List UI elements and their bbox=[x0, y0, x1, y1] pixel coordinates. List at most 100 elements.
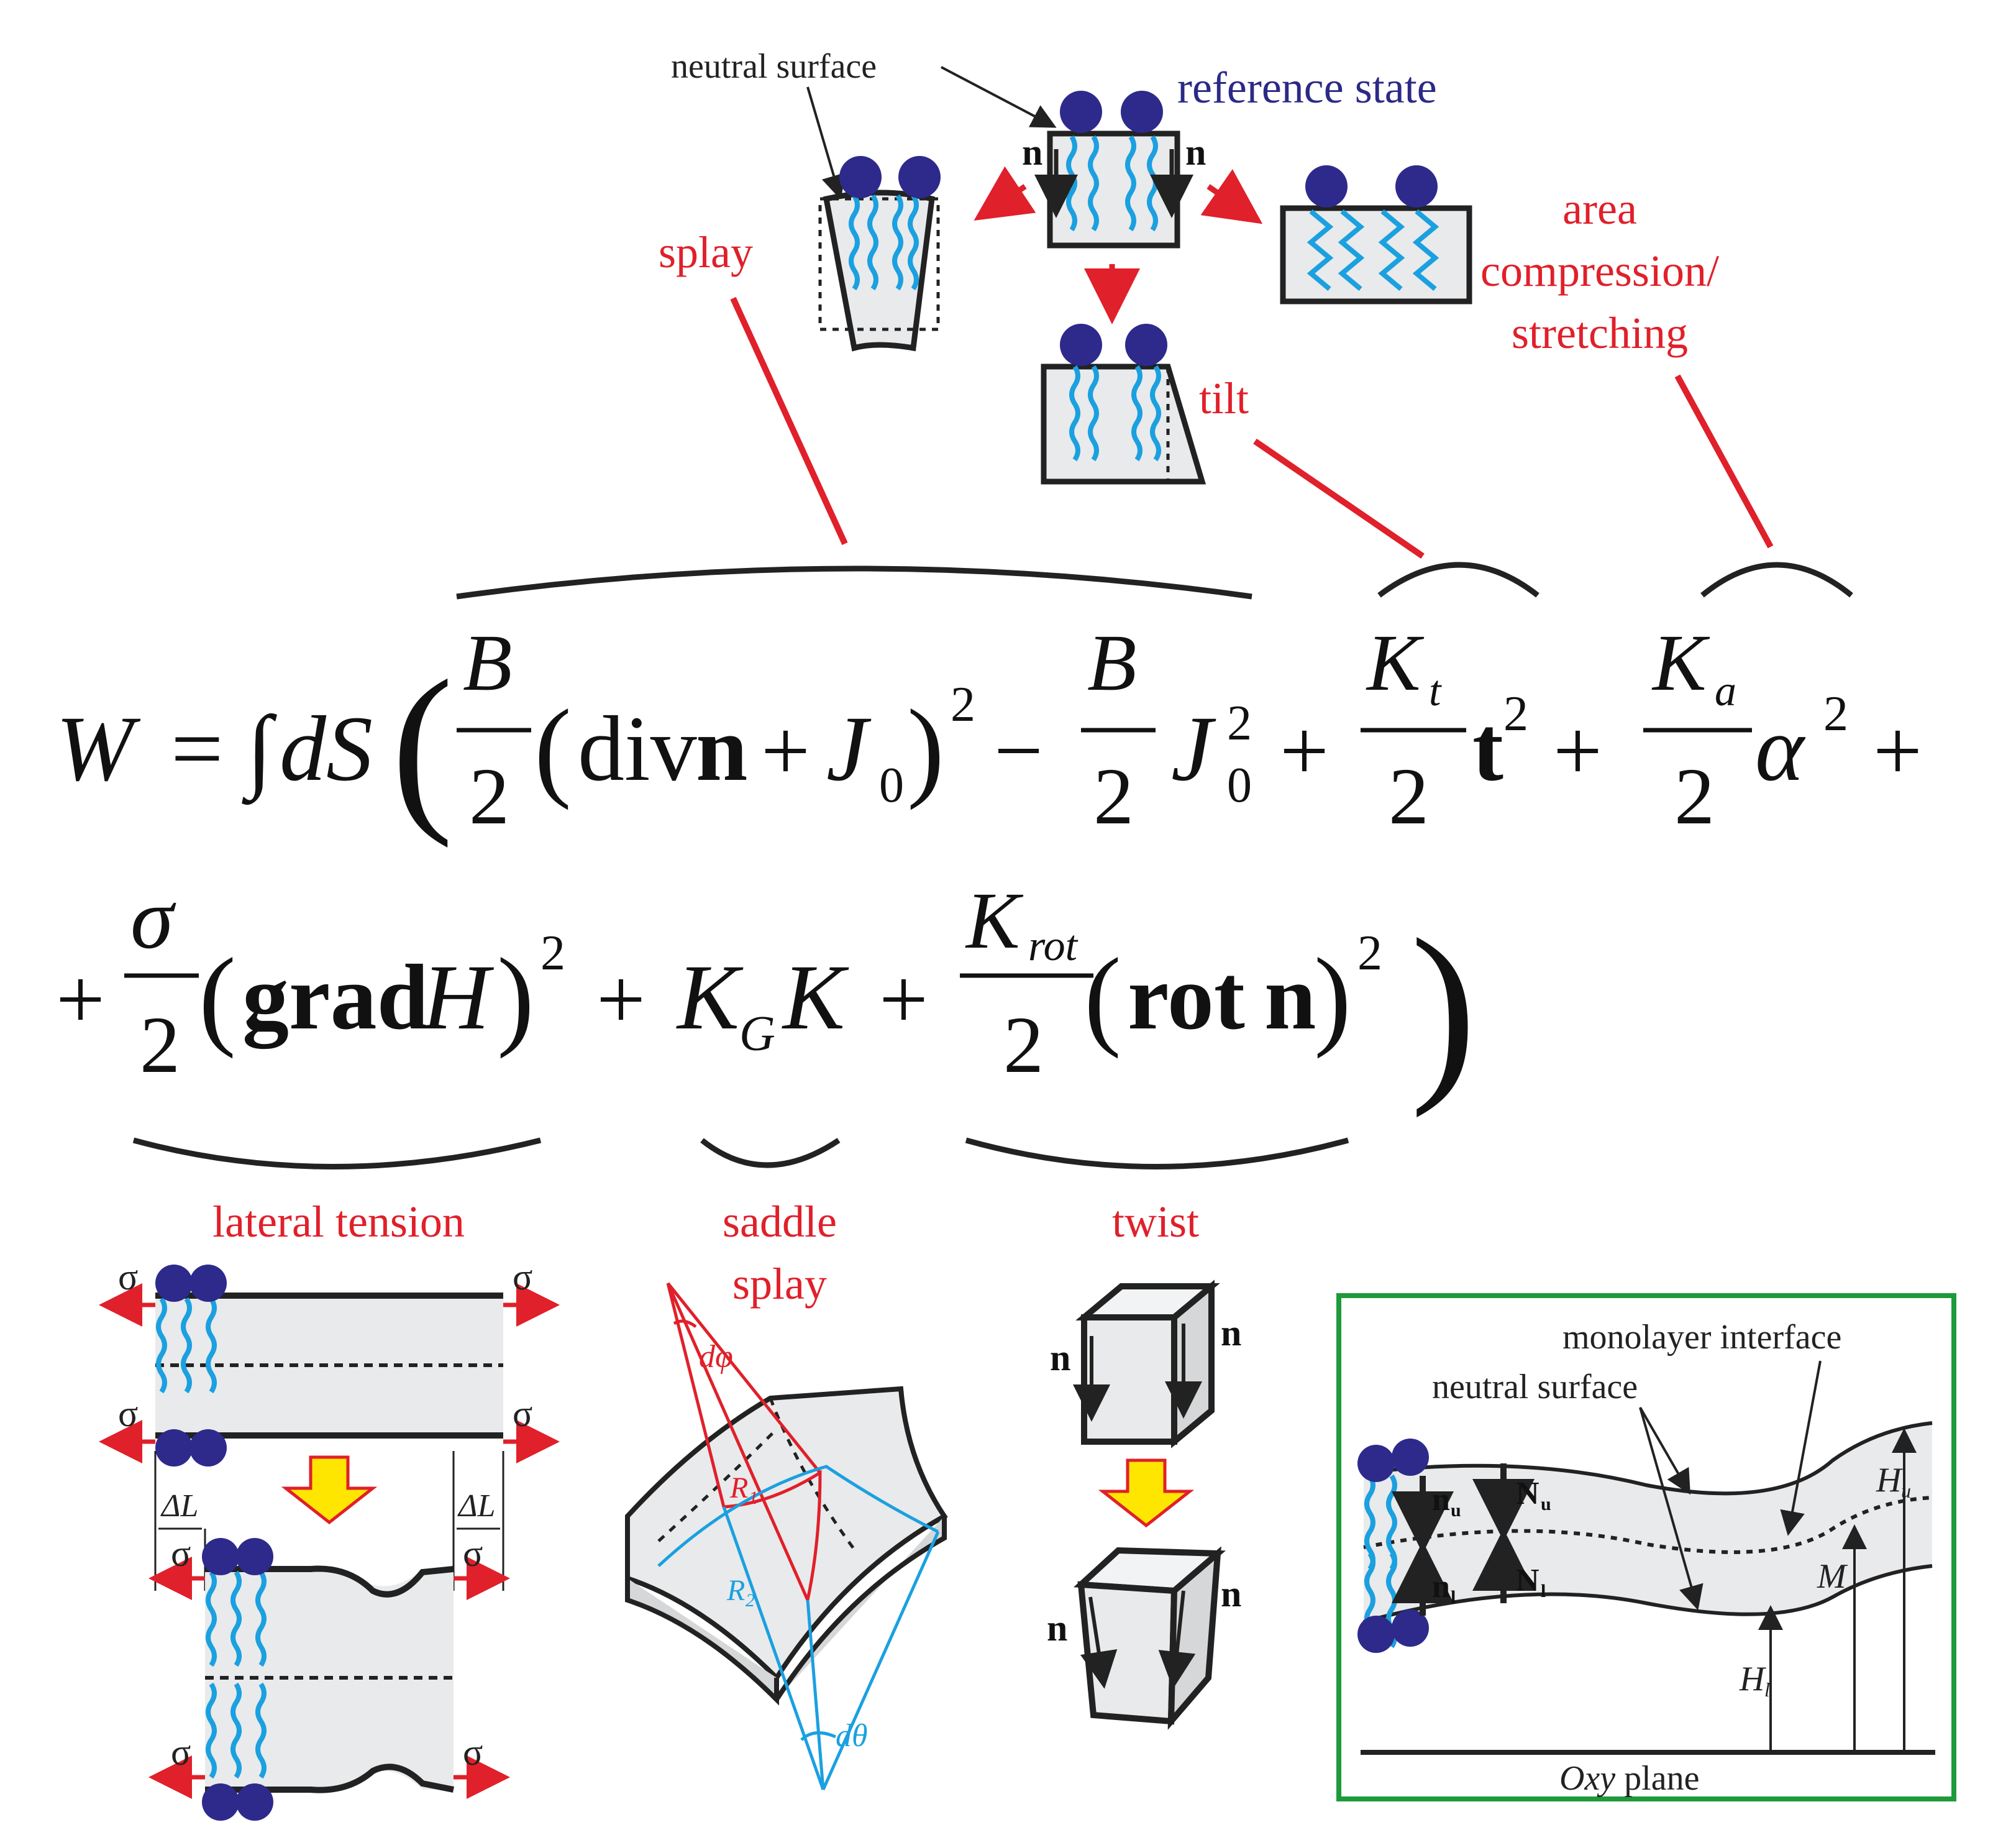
area-label-line2: compression/ bbox=[1480, 246, 1719, 296]
delta-L-right: ΔL bbox=[457, 1488, 495, 1524]
eq2-2-den-2: 2 bbox=[1003, 1000, 1044, 1090]
equation-line-2: + σ 2 ( grad H ) 2 + K G K + K rot 2 ( r… bbox=[56, 871, 1477, 1119]
eq2-paren-open-1: ( bbox=[199, 935, 236, 1059]
eq2-sup2-2: 2 bbox=[1357, 926, 1382, 981]
eq-B-num: B bbox=[463, 618, 512, 708]
eq-2-den-3: 2 bbox=[1389, 752, 1429, 841]
saddle-splay-label-2: splay bbox=[732, 1259, 827, 1309]
eq-K-a-sub: a bbox=[1715, 667, 1736, 715]
saddle-splay-panel: dφ dθ R 1 R 2 bbox=[625, 1282, 948, 1791]
eq-div: div bbox=[578, 697, 697, 800]
reference-state-label: reference state bbox=[1177, 63, 1437, 112]
eq-J-sub0-1: 0 bbox=[879, 758, 904, 813]
inset-H-u-sub: u bbox=[1901, 1480, 1911, 1502]
twist-n-2: n bbox=[1221, 1312, 1241, 1353]
twist-n-4: n bbox=[1221, 1573, 1241, 1614]
eq2-paren-open-2: ( bbox=[1084, 935, 1121, 1059]
inset-N-l-sub: l bbox=[1541, 1581, 1546, 1601]
eq2-rot: rot bbox=[1128, 946, 1245, 1049]
sigma-mr: σ bbox=[513, 1393, 532, 1434]
twist-label: twist bbox=[1112, 1197, 1199, 1247]
lateral-tension-panel: σ σ σ σ ΔL ΔL σ σ σ σ bbox=[99, 1256, 560, 1821]
neutral-surface-label-top: neutral surface bbox=[671, 47, 877, 86]
eq-plus-4: + bbox=[1873, 703, 1922, 799]
saddle-splay-label-1: saddle bbox=[723, 1197, 837, 1247]
eq2-2-den-1: 2 bbox=[140, 1000, 180, 1090]
inset-neutral-surface-label: neutral surface bbox=[1432, 1368, 1638, 1406]
eq2-K-G: K bbox=[676, 946, 744, 1049]
eq-B-num-2: B bbox=[1087, 618, 1136, 708]
eq2-plus-2: + bbox=[596, 951, 645, 1048]
inset-n-l-sub: l bbox=[1451, 1587, 1456, 1608]
eq-K-t-sub: t bbox=[1429, 667, 1442, 715]
area-label-line1: area bbox=[1562, 184, 1637, 234]
eq2-K-rot: K bbox=[965, 876, 1024, 966]
delta-L-left: ΔL bbox=[160, 1488, 198, 1524]
eq2-paren-close-2: ) bbox=[1314, 935, 1351, 1059]
sigma-tr: σ bbox=[513, 1256, 532, 1297]
sigma-tl: σ bbox=[118, 1256, 138, 1297]
eq-alpha: α bbox=[1755, 697, 1806, 800]
tilt-block bbox=[1041, 324, 1206, 485]
eq2-K-G-sub: G bbox=[739, 1007, 775, 1061]
eq2-sigma: σ bbox=[130, 871, 176, 967]
inset-H-l: H bbox=[1739, 1660, 1766, 1698]
eq-big-open-paren: ( bbox=[391, 642, 454, 849]
eq2-plus-1: + bbox=[56, 951, 105, 1048]
eq2-K: K bbox=[782, 946, 849, 1049]
eq2-K-rot-sub: rot bbox=[1028, 922, 1079, 970]
inset-N-u-sub: u bbox=[1541, 1494, 1551, 1514]
inset-H-u: H bbox=[1876, 1461, 1903, 1499]
area-compression-block bbox=[1280, 165, 1472, 304]
eq-K-t: K bbox=[1366, 618, 1425, 708]
oxy-plane-word: plane bbox=[1615, 1759, 1699, 1798]
area-label-line3: stretching bbox=[1512, 308, 1688, 358]
eq2-paren-close-1: ) bbox=[497, 935, 534, 1059]
twist-panel: n n n n bbox=[1047, 1279, 1241, 1730]
eq-2-den-2: 2 bbox=[1093, 752, 1134, 841]
dtheta-label: dθ bbox=[836, 1718, 868, 1754]
R1-label: R bbox=[729, 1471, 748, 1504]
equation-line-1: W = ∫ dS ( B 2 ( div n + J 0 ) 2 − B 2 J… bbox=[56, 618, 1922, 849]
lateral-tension-label: lateral tension bbox=[212, 1197, 465, 1247]
eq-J-2: J bbox=[1171, 697, 1216, 800]
eq2-n: n bbox=[1264, 946, 1316, 1049]
n-label-ref-left: n bbox=[1022, 132, 1042, 173]
sigma-br-2: σ bbox=[463, 1732, 483, 1773]
oxy-plane-label: Oxy plane bbox=[1559, 1759, 1699, 1798]
eq-2-den-4: 2 bbox=[1674, 752, 1715, 841]
eq-plus-3: + bbox=[1553, 703, 1602, 799]
eq-sup2-1: 2 bbox=[951, 677, 975, 732]
inset-M: M bbox=[1817, 1557, 1848, 1596]
sigma-ml: σ bbox=[118, 1393, 138, 1434]
eq2-H: H bbox=[421, 946, 495, 1049]
reference-state-block: n n bbox=[1022, 91, 1206, 249]
eq-plus-1: + bbox=[761, 703, 810, 799]
eq-2-den-1: 2 bbox=[469, 752, 509, 841]
eq-plus-2: + bbox=[1280, 703, 1329, 799]
dphi-label: dφ bbox=[699, 1339, 733, 1375]
eq2-grad: grad bbox=[242, 946, 429, 1049]
sigma-bl-1: σ bbox=[171, 1533, 191, 1574]
eq2-plus-3: + bbox=[879, 951, 928, 1048]
eq-t-sup2: 2 bbox=[1503, 687, 1528, 741]
monolayer-interface-label: monolayer interface bbox=[1562, 1318, 1841, 1357]
eq-t: t bbox=[1472, 697, 1503, 800]
sigma-bl-2: σ bbox=[171, 1732, 191, 1773]
splay-label: splay bbox=[659, 227, 753, 277]
eq-J-1: J bbox=[826, 697, 872, 800]
eq-equals-integral: = ∫ bbox=[171, 697, 277, 805]
eq-W: W bbox=[56, 697, 141, 800]
R2-label: R bbox=[726, 1574, 745, 1607]
n-label-ref-right: n bbox=[1185, 132, 1206, 173]
eq-J-sub0-2: 0 bbox=[1227, 758, 1252, 813]
eq-n-1: n bbox=[696, 697, 747, 800]
eq-paren-close-1: ) bbox=[907, 687, 944, 810]
R1-sub: 1 bbox=[749, 1488, 758, 1508]
inset-n-u-sub: u bbox=[1451, 1500, 1461, 1521]
sigma-br-1: σ bbox=[463, 1533, 483, 1574]
R2-sub: 2 bbox=[746, 1590, 755, 1611]
twist-n-1: n bbox=[1050, 1337, 1070, 1378]
eq2-big-close-paren: ) bbox=[1410, 899, 1477, 1119]
